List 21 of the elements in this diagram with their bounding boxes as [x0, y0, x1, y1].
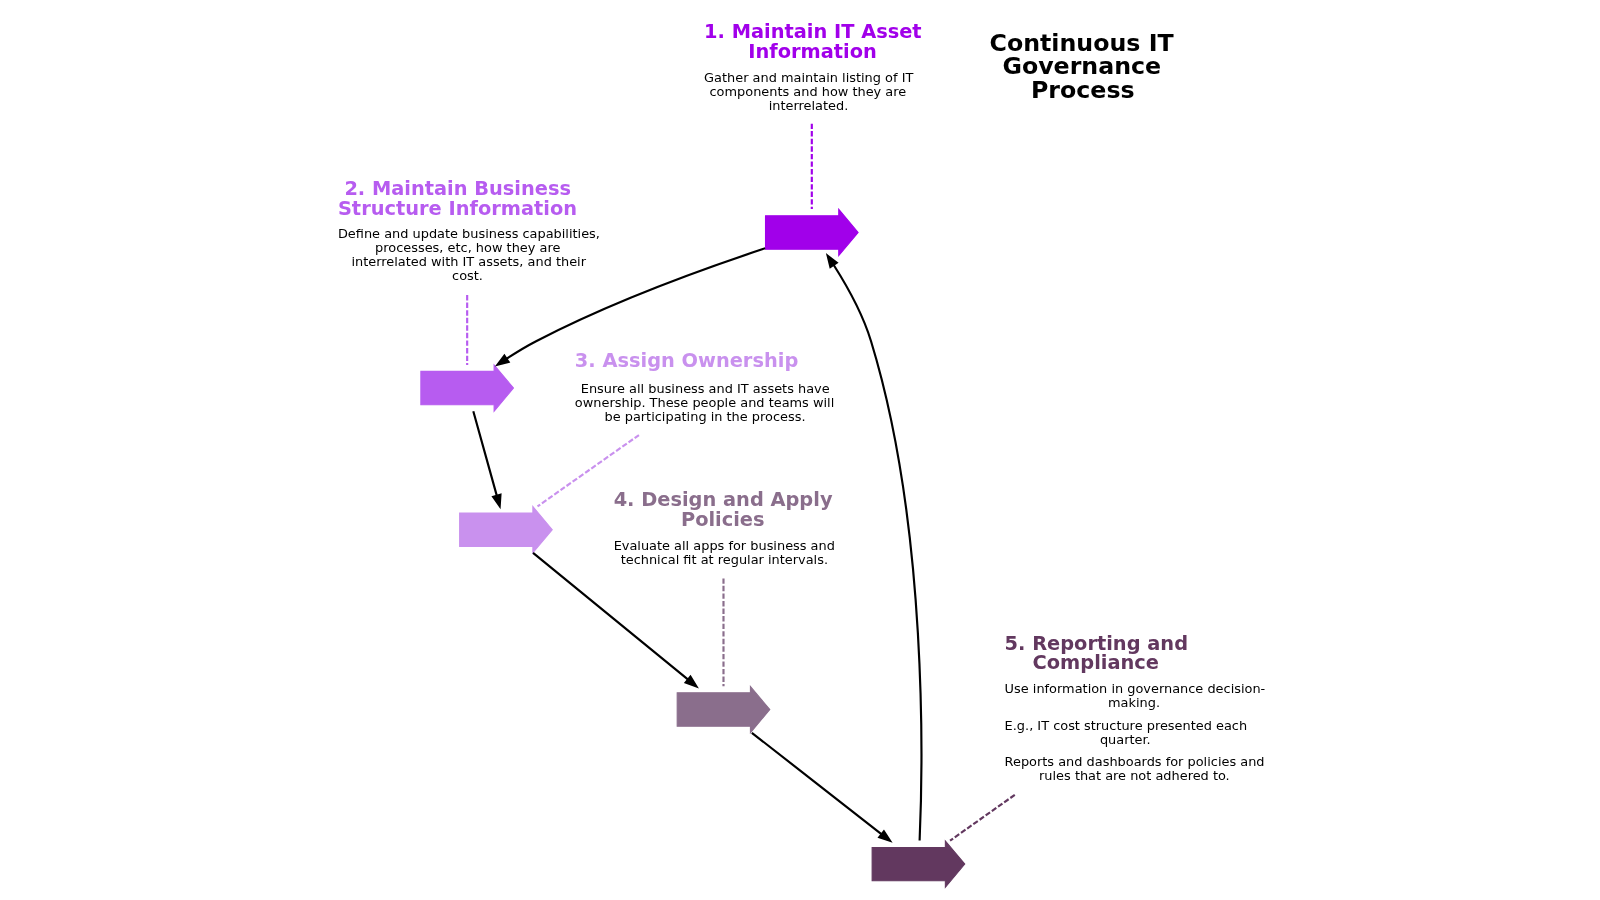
connector	[536, 434, 640, 508]
node-arrow	[419, 363, 514, 413]
connector	[721, 578, 725, 687]
connector	[810, 123, 813, 209]
node-arrow	[458, 505, 553, 555]
node-text: 1. Maintain IT Asset Information Gather and maintain listing of IT components and how they are interrelated.	[703, 20, 922, 113]
arrow	[471, 410, 502, 510]
arrow	[531, 552, 699, 689]
connector	[948, 794, 1015, 842]
connector	[465, 295, 468, 365]
node-text: 3. Assign Ownership Ensure all business and IT assets have ownership. These people and teams will be participating in the process.	[574, 348, 834, 425]
arrow	[494, 247, 765, 367]
node-arrow	[676, 684, 770, 735]
node-text: 4. Design and Apply Policies Evaluate all apps for business and technical fit at regular intervals.	[613, 488, 835, 567]
arrow	[750, 731, 893, 843]
label: Continuous IT Governance Process	[989, 28, 1174, 104]
node-arrow	[764, 207, 859, 258]
node-arrow	[871, 839, 965, 889]
arrow	[825, 253, 922, 841]
node-text: 5. Reporting and Compliance Use information in governance decision-making. E.g., IT cost structure presented each quarter. Reports and dashboards for policies and rules that are not adhered to.	[1004, 631, 1265, 784]
node-text: 2. Maintain Business Structure Information Define and update business capabilities, processes, etc, how they are interrelated with IT assets, and their cost.	[337, 177, 600, 284]
